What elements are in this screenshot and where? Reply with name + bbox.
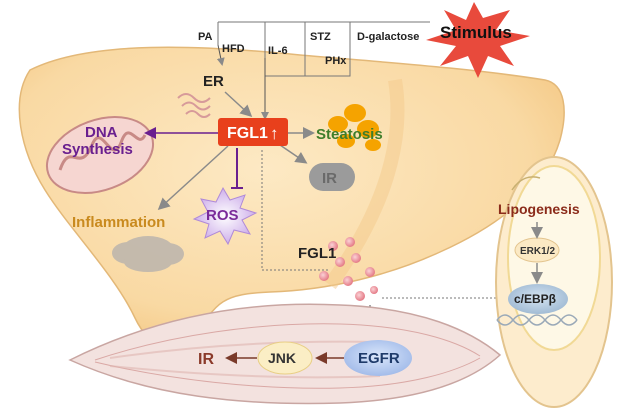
lipid-droplets: [328, 104, 381, 151]
er-illustration: [177, 93, 211, 118]
label-il6: IL-6: [268, 45, 288, 57]
adipocyte-cell: [495, 156, 613, 408]
ros-starburst: [192, 186, 258, 246]
label-phx: PHx: [325, 55, 347, 67]
jnk-oval: [257, 341, 313, 375]
label-stimulus: Stimulus: [440, 23, 512, 42]
dna-helix: [496, 314, 578, 326]
label-er: ER: [203, 73, 224, 90]
arrow-er-to-fgl1: [224, 91, 253, 118]
stimulus-bracket: [216, 21, 430, 120]
stimulus-star: [426, 2, 530, 78]
arrow-fgl1-to-inflammation: [157, 145, 229, 211]
cebp-oval: [508, 284, 568, 314]
liver-ir-pill: [309, 163, 355, 191]
label-muscle-ir: IR: [198, 351, 214, 368]
label-cebp: c/EBPβ: [514, 292, 556, 306]
label-erk: ERK1/2: [520, 246, 555, 257]
label-pa: PA: [198, 31, 213, 43]
label-fgl1: FGL1: [227, 125, 268, 142]
arrow-fgl1-to-ir: [279, 144, 308, 164]
label-jnk: JNK: [268, 350, 296, 366]
fgl1-box: [218, 118, 288, 146]
label-fgl1-up-arrow: ↑: [270, 124, 279, 143]
label-egfr: EGFR: [358, 350, 400, 367]
label-steatosis: Steatosis: [316, 126, 383, 143]
label-dgalactose: D-galactose: [357, 31, 419, 43]
dotted-fgl1-secretion: [261, 150, 330, 271]
inhibit-fgl1-ros: [231, 148, 243, 189]
label-lipogenesis: Lipogenesis: [498, 201, 580, 217]
label-dna: DNA: [85, 124, 118, 141]
label-ros: ROS: [206, 207, 239, 224]
inflammation-cloud: [112, 236, 184, 272]
egfr-oval: [344, 340, 412, 376]
label-secreted-fgl1: FGL1: [298, 245, 336, 262]
label-synthesis: Synthesis: [62, 141, 133, 158]
liver-lobe-divider: [324, 78, 405, 290]
label-hfd: HFD: [222, 43, 245, 55]
secreted-fgl1-dots: [319, 237, 378, 301]
liver-shape: [18, 46, 565, 351]
label-liver-ir: IR: [322, 170, 337, 187]
label-inflammation: Inflammation: [72, 214, 165, 231]
label-stz: STZ: [310, 31, 331, 43]
